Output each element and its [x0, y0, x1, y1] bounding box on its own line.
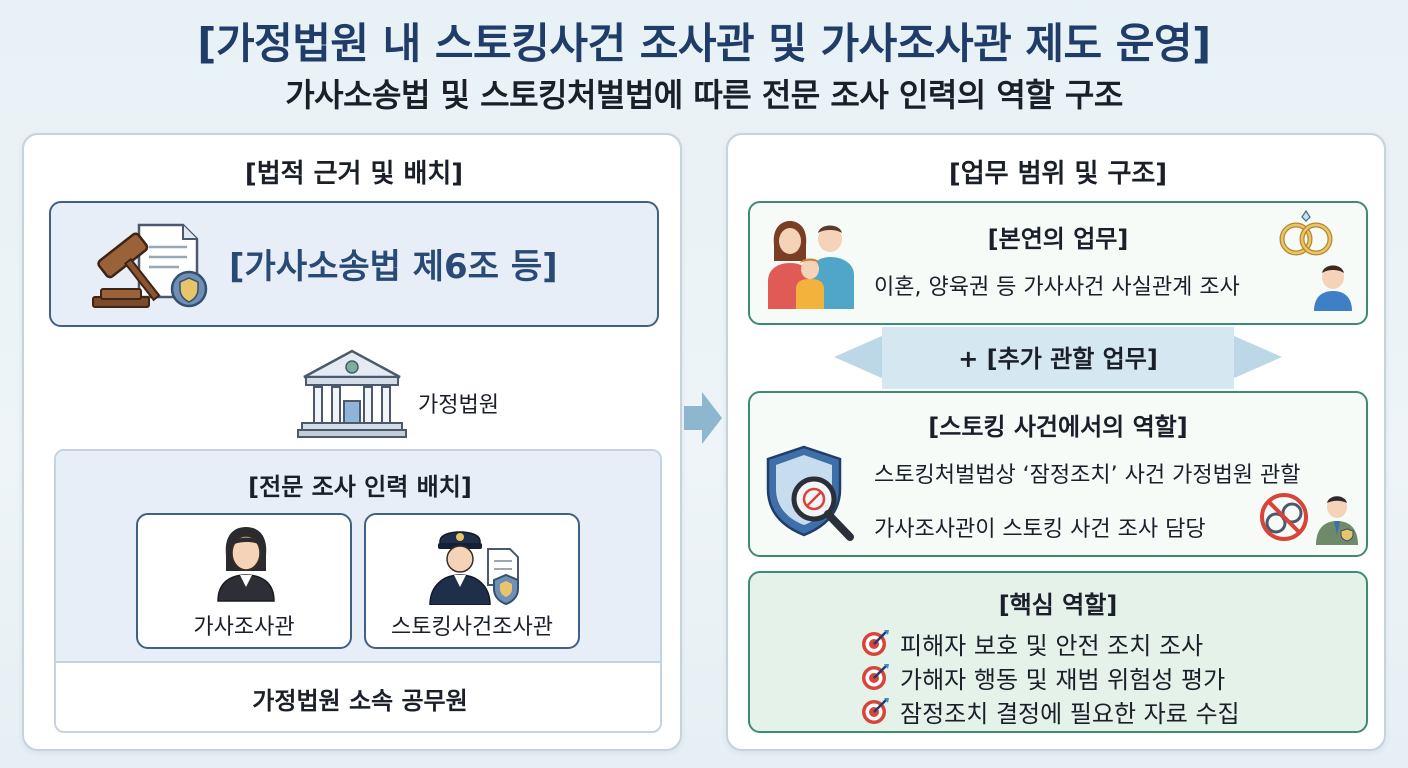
core-role-item: 잠정조치 결정에 필요한 자료 수집 [860, 695, 1240, 728]
staffing-heading: [전문 조사 인력 배치] [248, 473, 472, 501]
role-label-stalking-investigator: 스토킹사건조사관 [391, 615, 553, 640]
page-title: [가정법원 내 스토킹사건 조사관 및 가사조사관 제도 운영] [197, 19, 1211, 68]
rings-icon [1279, 209, 1333, 256]
arrow-right-icon [684, 392, 722, 444]
courthouse-icon [297, 349, 407, 438]
target-icon [862, 698, 889, 724]
primary-duty-text: 이혼, 양육권 등 가사사건 사실관계 조사 [874, 275, 1240, 300]
staffing-footer: 가정법원 소속 공무원 [252, 687, 468, 715]
law-reference: [가사소송법 제6조 등] [229, 247, 558, 287]
child-icon [1314, 265, 1352, 311]
stalking-role-box: [스토킹 사건에서의 역할] 스토킹처벌법상 ‘잠정조치’ 사건 가정법원 관할… [748, 391, 1368, 557]
law-box: [가사소송법 제6조 등] [49, 201, 659, 327]
stalking-line-1: 스토킹처벌법상 ‘잠정조치’ 사건 가정법원 관할 [874, 463, 1301, 488]
additional-banner-arrows [834, 327, 1282, 389]
right-panel: [업무 범위 및 구조] [본연의 업무] 이혼, 양육권 등 가사사건 사실관… [726, 133, 1386, 751]
role-card-stalking-investigator: 스토킹사건조사관 [364, 513, 580, 649]
page-subtitle: 가사소송법 및 스토킹처벌법에 따른 전문 조사 인력의 역할 구조 [285, 76, 1123, 114]
core-role-box: [핵심 역할] 피해자 보호 및 안전 조치 조사 가해자 행동 및 재범 위험… [748, 571, 1368, 733]
family-icon [768, 221, 854, 309]
role-card-family-investigator: 가사조사관 [136, 513, 352, 649]
police-officer-icon [429, 531, 519, 605]
primary-duty-box: [본연의 업무] 이혼, 양육권 등 가사사건 사실관계 조사 [748, 201, 1368, 325]
core-role-text-3: 잠정조치 결정에 필요한 자료 수집 [900, 699, 1240, 728]
core-role-heading: [핵심 역할] [998, 591, 1118, 619]
left-panel-heading: [법적 근거 및 배치] [244, 159, 464, 189]
core-role-text-1: 피해자 보호 및 안전 조치 조사 [900, 631, 1204, 660]
additional-duty-label: + [추가 관할 업무] [958, 345, 1158, 373]
core-role-item: 피해자 보호 및 안전 조치 조사 [860, 627, 1204, 660]
investigator-icon [1316, 496, 1358, 545]
staffing-box: [전문 조사 인력 배치] 가사조사관 [54, 449, 662, 733]
shield-icon [170, 270, 208, 308]
core-role-item: 가해자 행동 및 재범 위험성 평가 [860, 661, 1226, 694]
no-handcuffs-icon [1260, 493, 1308, 541]
right-panel-heading: [업무 범위 및 구조] [948, 159, 1168, 189]
court-label: 가정법원 [418, 393, 499, 418]
magnifier-shield-icon [766, 445, 854, 541]
target-icon [862, 630, 889, 656]
primary-duty-heading: [본연의 업무] [987, 225, 1129, 253]
role-label-family-investigator: 가사조사관 [193, 615, 295, 640]
left-panel: [법적 근거 및 배치] [가사소송법 제 [22, 133, 682, 751]
stalking-role-heading: [스토킹 사건에서의 역할] [928, 413, 1188, 441]
target-icon [862, 664, 889, 690]
female-officer-icon [217, 527, 275, 602]
stalking-line-2: 가사조사관이 스토킹 사건 조사 담당 [874, 517, 1206, 542]
gavel-icon [92, 223, 208, 308]
core-role-text-2: 가해자 행동 및 재범 위험성 평가 [900, 665, 1226, 694]
